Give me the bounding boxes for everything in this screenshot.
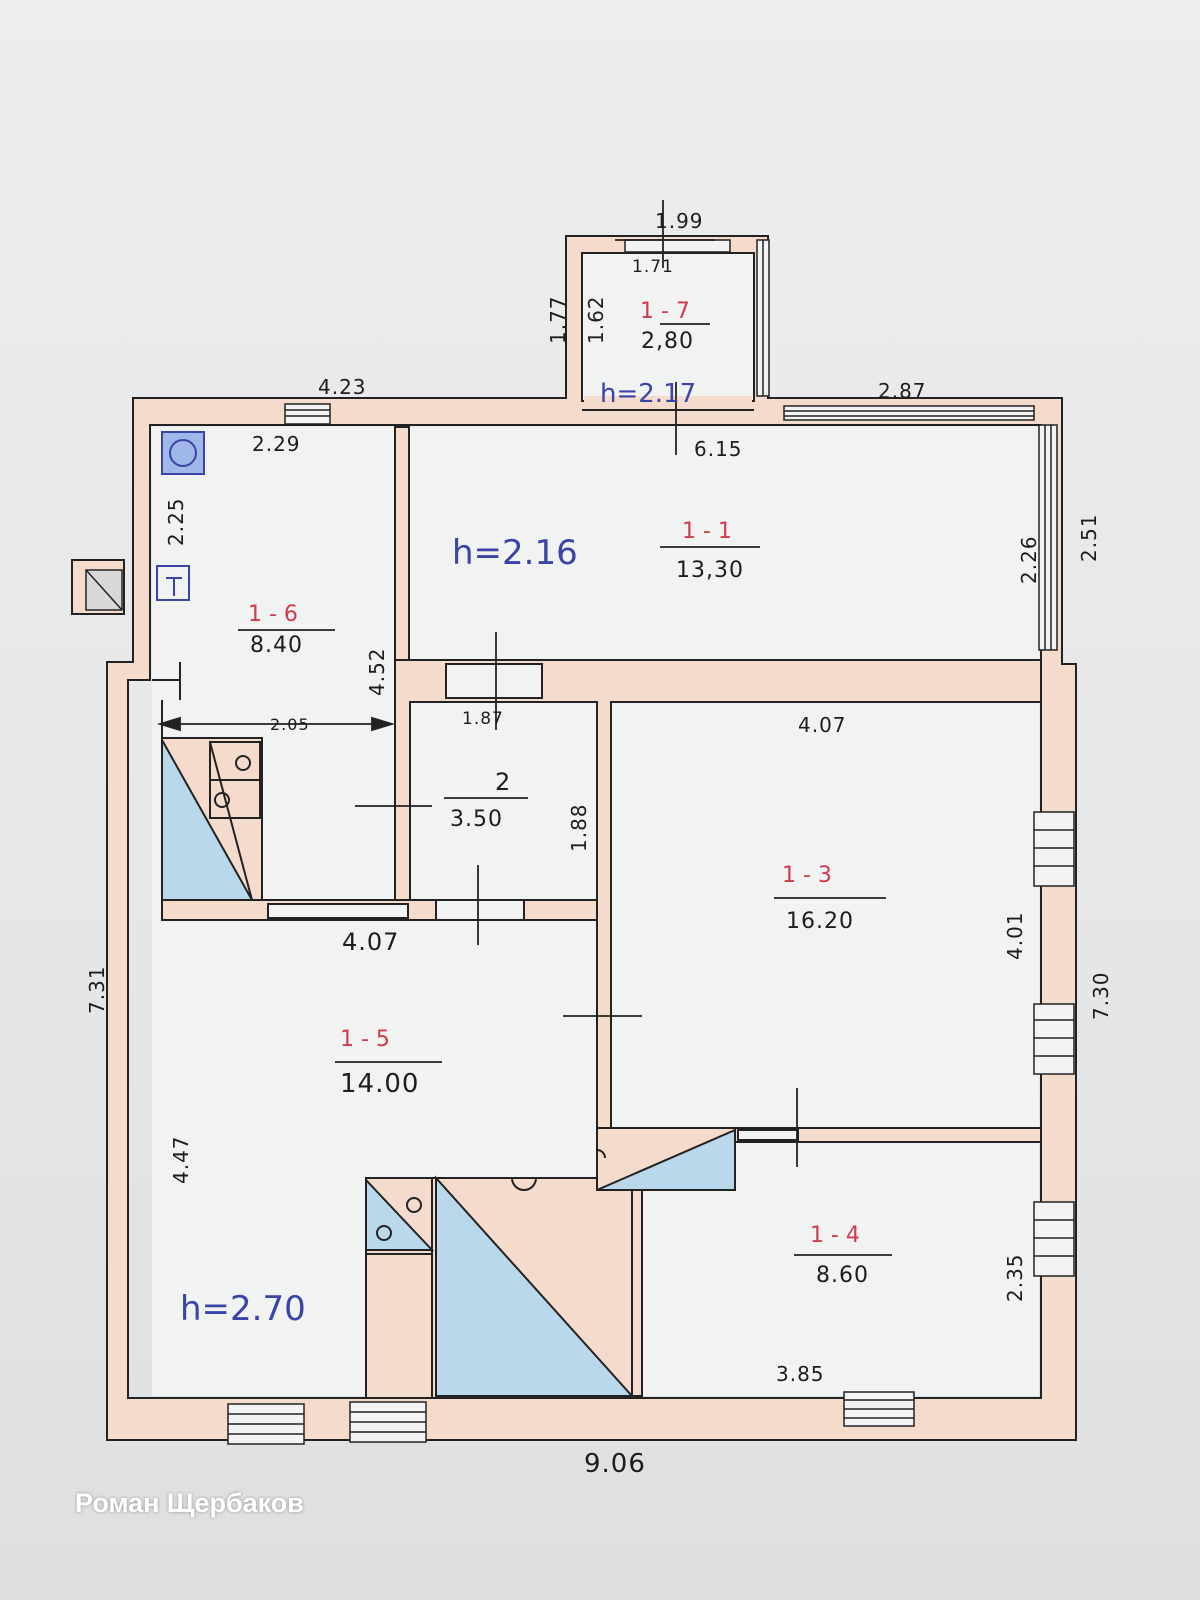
height-lower-label: h=2.70	[180, 1289, 306, 1329]
room-2-name: 2	[495, 768, 510, 796]
fixture-circle-icon	[376, 1225, 392, 1241]
dim-room4-height: 2.35	[1003, 1253, 1027, 1302]
room-5-area: 14.00	[340, 1069, 419, 1099]
room-6-name: 1 - 6	[248, 602, 298, 627]
room-porch-area: 2,80	[641, 329, 694, 354]
dim-porch-inner-width: 1.71	[632, 257, 674, 277]
author-watermark: Роман Щербаков	[75, 1488, 304, 1518]
dim-room3-width: 4.07	[798, 713, 847, 737]
dim-porch-inner-height: 1.62	[584, 295, 608, 344]
fixture-circle-icon	[214, 792, 230, 808]
room-2-area: 3.50	[450, 807, 503, 832]
fixture-circle-icon	[406, 1197, 422, 1213]
dim-room2-width: 1.87	[462, 709, 504, 729]
dim-left-outer: 7.31	[85, 965, 109, 1014]
room-porch-name: 1 - 7	[640, 299, 690, 324]
dim-room5-width: 4.07	[342, 928, 399, 956]
room-1-name: 1 - 1	[682, 519, 732, 544]
dim-room2-height: 1.88	[567, 803, 591, 852]
height-porch-label: h=2.17	[600, 379, 696, 409]
windows	[227, 239, 1075, 1445]
dim-bottom-outer: 9.06	[584, 1449, 646, 1479]
boiler-icon	[161, 431, 205, 475]
interior-wall-6-1	[394, 426, 410, 661]
dim-right-outer: 7.30	[1089, 971, 1113, 1020]
dim-room1-width: 6.15	[694, 437, 743, 461]
room-3-area: 16.20	[786, 909, 854, 934]
dim-right-upper-outer: 2.51	[1077, 513, 1101, 562]
dim-room4-width: 3.85	[776, 1362, 825, 1386]
dim-room3-height: 4.01	[1003, 911, 1027, 960]
room-5-name: 1 - 5	[340, 1027, 390, 1052]
dim-room6-height: 2.25	[164, 497, 188, 546]
room-1-area: 13,30	[676, 558, 744, 583]
porch-interior	[581, 252, 755, 402]
dim-room5-height: 4.47	[169, 1135, 193, 1184]
dim-porch-outer-width: 1.99	[655, 209, 704, 233]
room-6-area: 8.40	[250, 633, 303, 658]
dim-stair-span: 2.05	[270, 715, 310, 734]
dimension-labels: 1.99 1.71 1.77 1.62 4.23 2.87 2.29 2.25 …	[85, 209, 1113, 1479]
room-4-area: 8.60	[816, 1263, 869, 1288]
room-4-name: 1 - 4	[810, 1223, 860, 1248]
fixture-circle-icon	[235, 755, 251, 771]
room-3-name: 1 - 3	[782, 863, 832, 888]
dim-room1-height: 2.26	[1017, 535, 1041, 584]
dim-top-right-outer: 2.87	[878, 379, 927, 403]
stove-icon	[156, 565, 190, 601]
room-labels: 1 - 7 2,80 1 - 1 13,30 2 3.50 1 - 3 16.2…	[248, 299, 869, 1288]
dimension-lines	[156, 200, 892, 1256]
height-upper-label: h=2.16	[452, 533, 578, 573]
dim-room6-width: 2.29	[252, 432, 301, 456]
ceiling-height-labels: h=2.16 h=2.70 h=2.17	[180, 379, 696, 1329]
stair-upper-fill	[161, 736, 254, 901]
dim-corridor-height: 4.52	[365, 647, 389, 696]
bath-fill	[435, 1175, 635, 1397]
dim-top-left-outer: 4.23	[318, 375, 367, 399]
dim-porch-outer-height: 1.77	[546, 295, 570, 344]
